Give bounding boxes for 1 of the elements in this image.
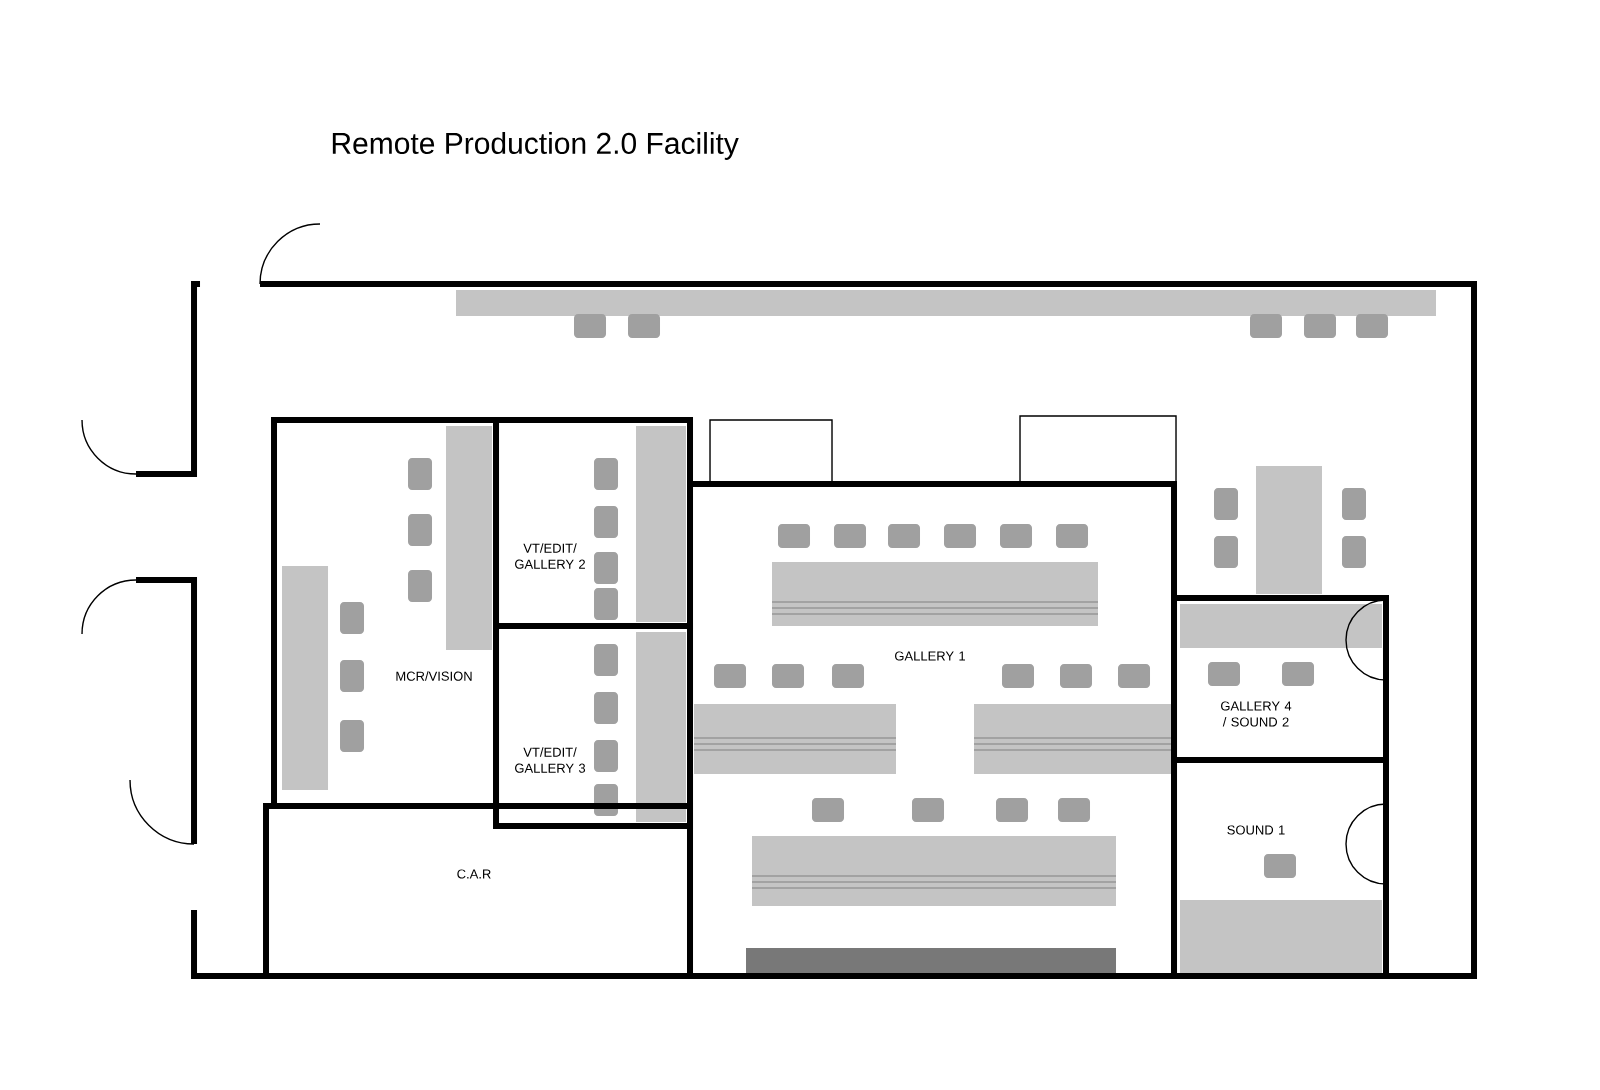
title: Remote Production 2.0 Facility xyxy=(332,132,739,160)
